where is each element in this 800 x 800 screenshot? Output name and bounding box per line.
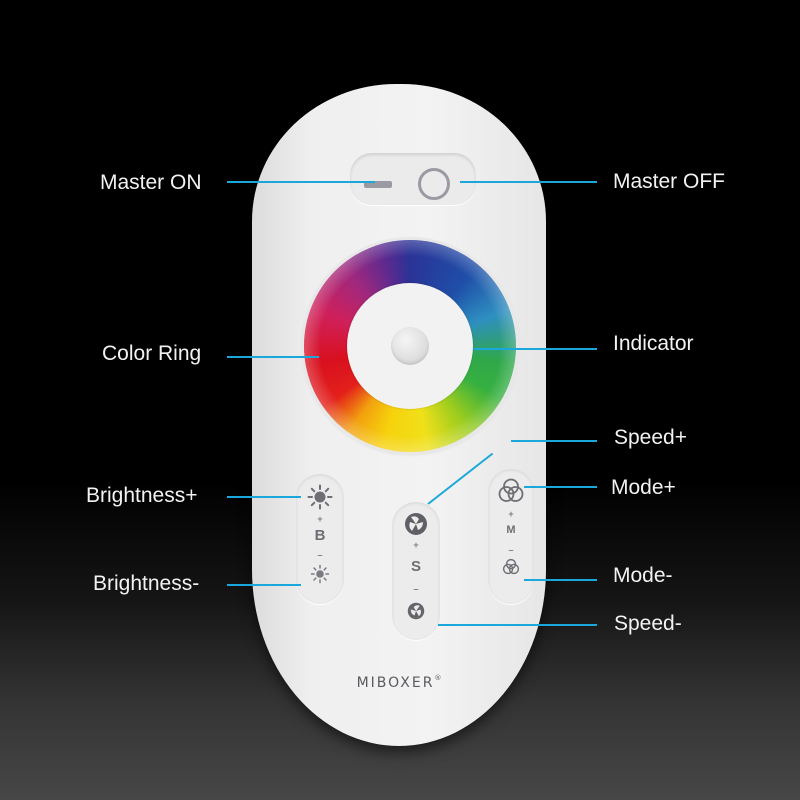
- label-mode-plus: Mode+: [611, 476, 676, 499]
- label-brightness-plus: Brightness+: [86, 484, 198, 507]
- master-off-button[interactable]: [418, 168, 450, 200]
- brand-name: MIBOXER: [356, 675, 435, 691]
- speed-letter: S: [410, 558, 421, 575]
- label-indicator: Indicator: [613, 332, 694, 355]
- mode-plus-mark: +: [508, 509, 514, 519]
- brightness-minus-mark: –: [317, 550, 323, 560]
- speed-button-column: + S –: [392, 502, 440, 640]
- indicator-led: [391, 327, 429, 365]
- callout-line-color-ring: [227, 356, 319, 358]
- master-on-button[interactable]: [364, 181, 392, 188]
- power-button-bay: [350, 153, 476, 205]
- label-brightness-minus: Brightness-: [93, 572, 200, 595]
- ring-center-pad: [347, 283, 473, 409]
- callout-line-master-on: [227, 181, 375, 183]
- speed-up-swirl-icon[interactable]: [404, 512, 428, 536]
- label-master-off: Master OFF: [613, 170, 726, 193]
- mode-circles-large-icon[interactable]: [497, 477, 525, 505]
- label-speed-plus: Speed+: [614, 426, 687, 449]
- speed-minus-mark: –: [413, 584, 419, 594]
- brightness-plus-mark: +: [317, 514, 323, 524]
- callout-line-master-off: [460, 181, 597, 183]
- sun-small-icon[interactable]: [310, 564, 330, 584]
- mode-minus-mark: –: [508, 545, 514, 555]
- mode-letter: M: [506, 524, 516, 536]
- callout-line-mode-minus: [524, 579, 597, 581]
- callout-line-mode-plus: [524, 486, 597, 488]
- rgb-remote-control: + B – +: [252, 84, 546, 746]
- brightness-button-column: + B –: [296, 474, 344, 604]
- registered-mark: ®: [434, 674, 442, 682]
- callout-line-speed-minus: [438, 624, 597, 626]
- label-speed-minus: Speed-: [614, 612, 682, 635]
- miboxer-logo: MIBOXER®: [252, 674, 546, 691]
- mode-button-column: + M –: [488, 469, 534, 604]
- brightness-letter: B: [314, 527, 326, 544]
- mode-circles-small-icon[interactable]: [502, 558, 520, 576]
- label-master-on: Master ON: [100, 171, 202, 194]
- callout-line-brightness-plus: [227, 496, 301, 498]
- callout-line-brightness-minus: [227, 584, 301, 586]
- speed-plus-mark: +: [413, 540, 419, 550]
- speed-down-swirl-icon[interactable]: [407, 602, 425, 620]
- color-ring-touch-wheel[interactable]: [304, 240, 516, 452]
- callout-line-speed-plus: [511, 440, 597, 442]
- sun-large-icon[interactable]: [307, 484, 333, 510]
- callout-line-indicator: [438, 348, 597, 350]
- label-color-ring: Color Ring: [102, 342, 202, 365]
- label-mode-minus: Mode-: [613, 564, 673, 587]
